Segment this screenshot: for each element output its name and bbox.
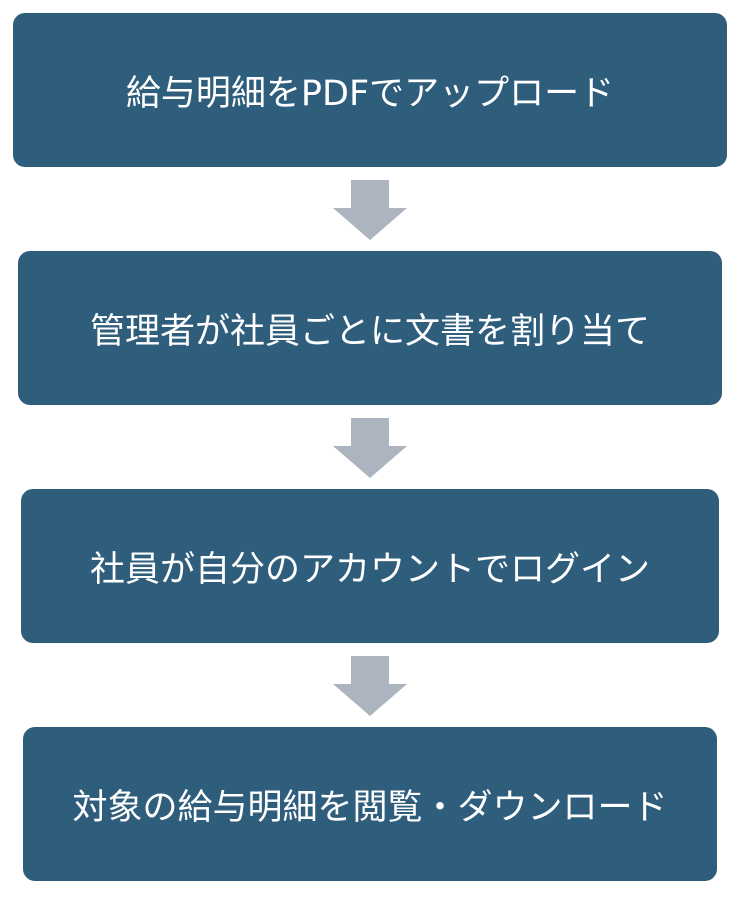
flow-step-label: 対象の給与明細を閲覧・ダウンロード	[72, 787, 668, 828]
flow-step-upload: 給与明細をPDFでアップロード	[13, 13, 727, 167]
down-arrow-icon	[333, 656, 407, 716]
down-arrow-icon	[333, 418, 407, 478]
flow-step-label: 管理者が社員ごとに文書を割り当て	[89, 311, 650, 352]
flow-step-label: 給与明細をPDFでアップロード	[125, 73, 615, 114]
down-arrow-icon	[333, 180, 407, 240]
flow-step-view-download: 対象の給与明細を閲覧・ダウンロード	[23, 727, 717, 881]
flow-step-login: 社員が自分のアカウントでログイン	[21, 489, 719, 643]
flow-step-label: 社員が自分のアカウントでログイン	[89, 549, 650, 590]
flow-step-assign: 管理者が社員ごとに文書を割り当て	[18, 251, 722, 405]
